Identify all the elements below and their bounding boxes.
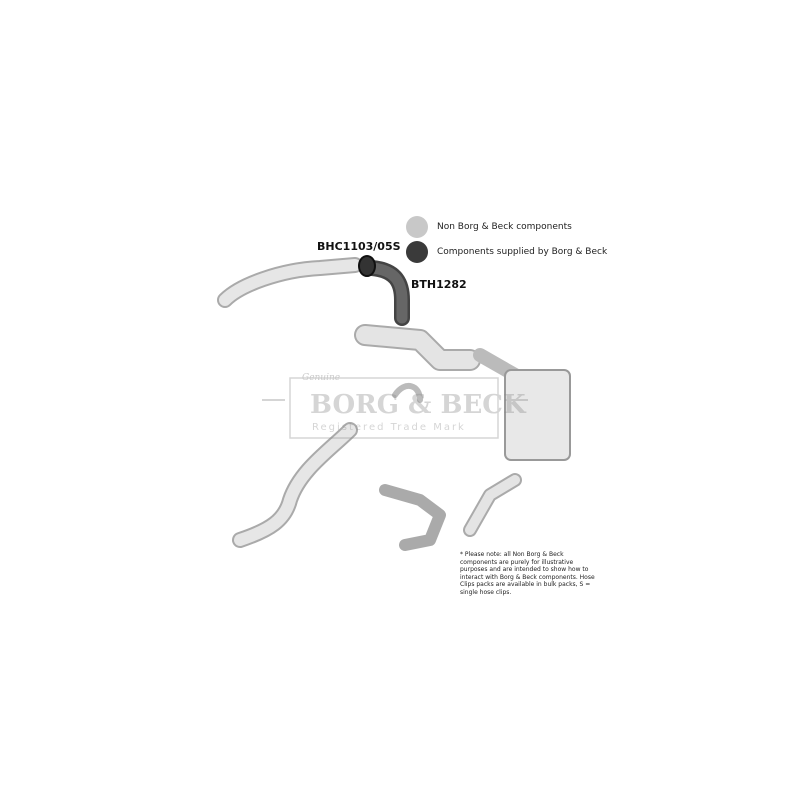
- illustration-note: * Please note: all Non Borg & Beck compo…: [460, 551, 595, 596]
- non-bb-egr-pipe: [379, 484, 446, 551]
- svg-text:BORG & BECK: BORG & BECK: [310, 390, 527, 420]
- bb-legend-swatch: [406, 241, 428, 263]
- hose-part-label: BTH1282: [411, 278, 467, 291]
- svg-text:Registered Trade Mark: Registered Trade Mark: [312, 422, 466, 433]
- non-bb-legend-swatch: [406, 216, 428, 238]
- svg-text:Genuine: Genuine: [302, 373, 340, 383]
- clip-part-label: BHC1103/05S: [317, 240, 401, 253]
- bhc1103-hose-clip: [358, 255, 376, 277]
- bb-legend-label: Components supplied by Borg & Beck: [437, 247, 608, 257]
- non-bb-legend-label: Non Borg & Beck components: [437, 222, 572, 232]
- borg-beck-watermark: Genuine BORG & BECK Registered Trade Mar…: [262, 373, 528, 439]
- non-bb-manifold: [504, 369, 571, 461]
